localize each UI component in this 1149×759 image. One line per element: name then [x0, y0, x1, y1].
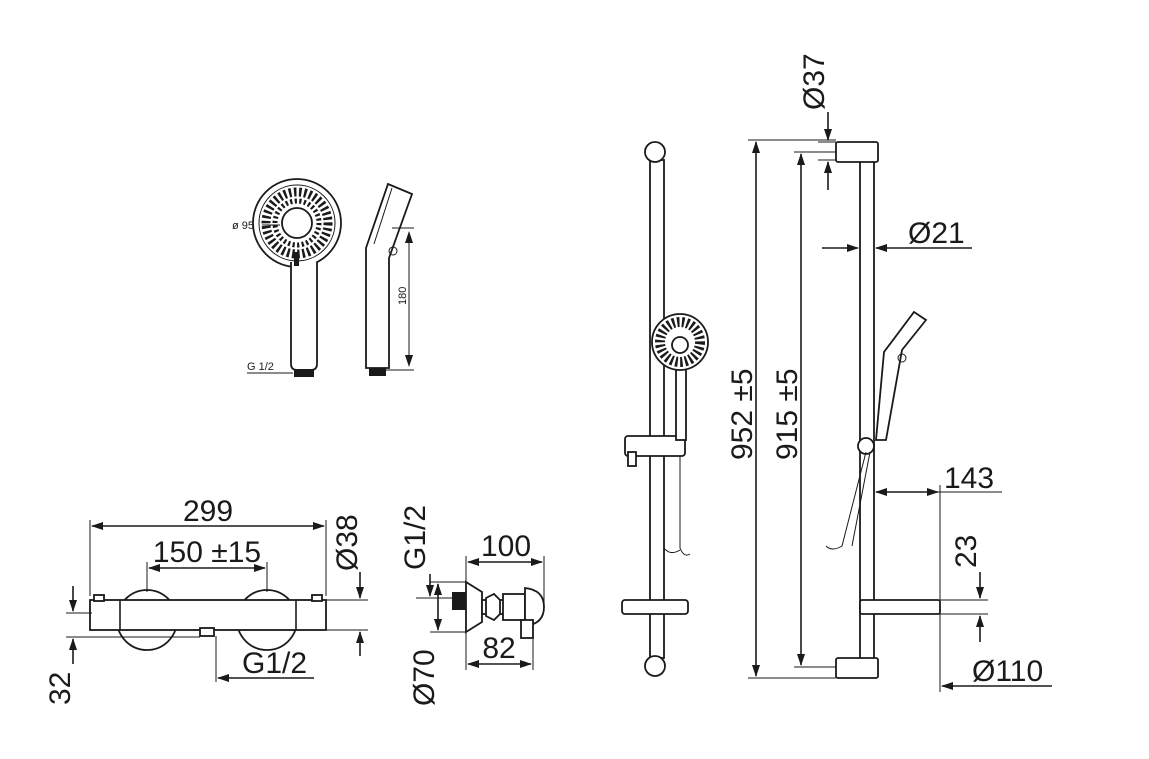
rail-wall-bracket-bottom [835, 657, 879, 679]
connector-depth-label: 100 [481, 530, 531, 563]
hand-shower-length-label: 180 [397, 287, 409, 305]
mixer-outlet-thread-label: G1/2 [242, 647, 307, 680]
rail-soap-shelf [621, 599, 689, 615]
mixer-center-distance-label: 150 ±15 [153, 536, 261, 569]
rail-side-shelf [859, 599, 941, 615]
rail-shelf-diameter-label: Ø110 [972, 655, 1043, 688]
hand-shower-connector [294, 369, 314, 377]
wall-connector [452, 580, 545, 639]
rail-front-view [621, 141, 709, 677]
rail-end-diameter-label: Ø37 [798, 53, 831, 110]
rail-projection-label: 143 [944, 462, 994, 495]
hand-shower-thread-label: G 1/2 [247, 361, 274, 373]
mixer-height-offset-label: 32 [44, 672, 77, 705]
connector-inlet-thread-label: G1/2 [399, 505, 432, 570]
spray-nozzle-ring [261, 187, 333, 259]
rail-wall-bracket-top [835, 141, 879, 163]
hand-shower-front-view [252, 178, 342, 377]
hand-shower-diameter-label: ø 95 [232, 220, 254, 232]
rail-end-cap-bottom [644, 655, 666, 677]
mixer-width-label: 299 [183, 495, 233, 528]
hand-shower-side-view [365, 182, 414, 376]
connector-cover-diameter-label: Ø70 [408, 649, 441, 706]
rail-shelf-height-label: 23 [950, 535, 983, 568]
mixer-outlet [199, 627, 215, 637]
rail-slider [624, 435, 686, 457]
connector-offset-label: 82 [482, 632, 515, 665]
rail-side-view [825, 141, 941, 679]
spray-nozzle-ring-inner [272, 198, 322, 248]
rail-diameter-label: Ø21 [908, 217, 965, 250]
rail-end-cap-top [644, 141, 666, 163]
thermostatic-mixer [89, 589, 327, 651]
rail-center-height-label: 915 ±5 [771, 368, 804, 460]
rail-total-height-label: 952 ±5 [726, 368, 759, 460]
mixer-body-diameter-label: Ø38 [331, 514, 364, 571]
